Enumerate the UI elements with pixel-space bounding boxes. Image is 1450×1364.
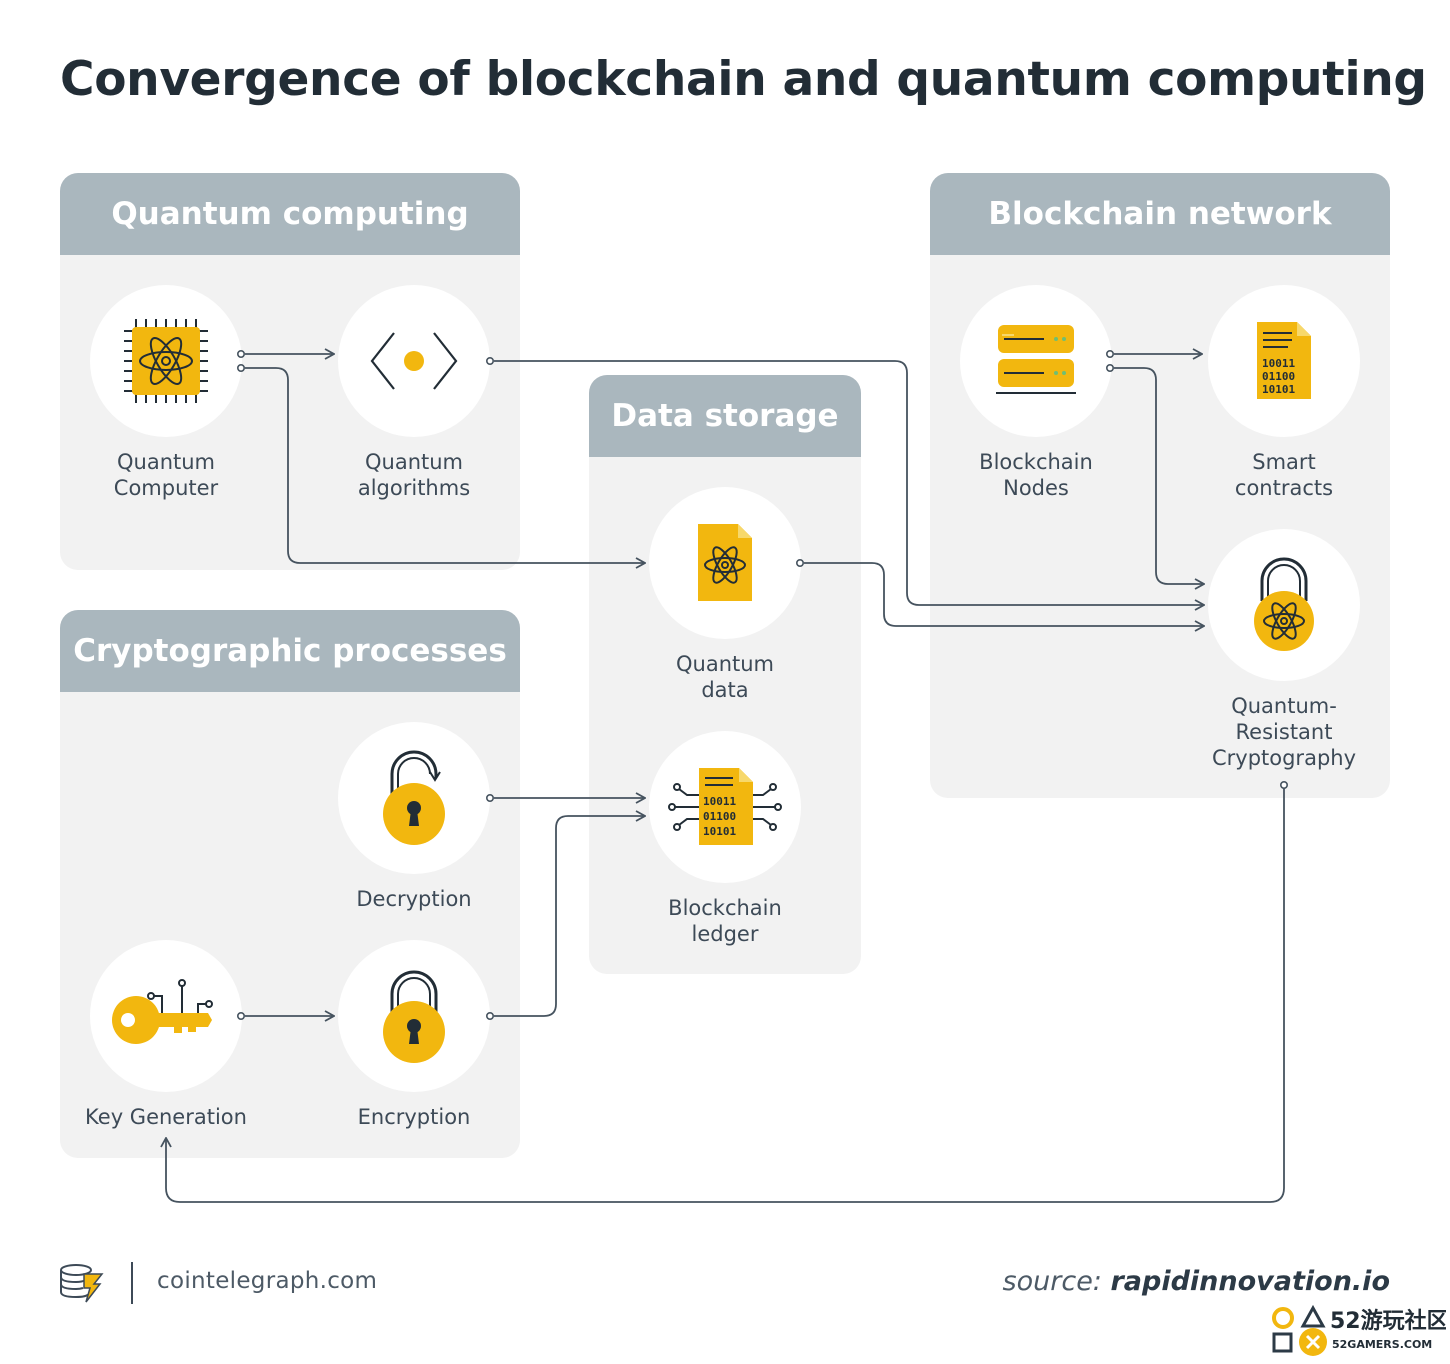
label-key-generation: Key Generation — [85, 1105, 247, 1129]
label-blockchain-ledger: Blockchain ledger — [668, 896, 782, 946]
svg-text:52GAMERS.COM: 52GAMERS.COM — [1332, 1338, 1432, 1351]
svg-text:10101: 10101 — [1262, 383, 1295, 396]
code-brackets-icon — [370, 332, 458, 390]
svg-text:10011: 10011 — [703, 795, 736, 808]
cointelegraph-logo-icon — [58, 1262, 106, 1308]
footer-divider — [131, 1262, 133, 1304]
label-smart-contracts: Smart contracts — [1234, 450, 1334, 500]
page-title: Convergence of blockchain and quantum co… — [60, 52, 1427, 107]
node-quantum-data — [649, 487, 801, 639]
label-quantum-resistant-cryptography: Quantum- Resistant Cryptography — [1211, 694, 1357, 770]
svg-text:52游玩社区: 52游玩社区 — [1330, 1308, 1446, 1334]
source-name: rapidinnovation.io — [1110, 1266, 1390, 1297]
node-quantum-algorithms — [338, 285, 490, 437]
atom-document-icon — [698, 524, 752, 601]
label-encryption: Encryption — [357, 1105, 471, 1129]
panel-header-data-storage: Data storage — [589, 375, 861, 457]
svg-text:01100: 01100 — [1262, 370, 1295, 383]
connector-quantum-data-to-qrc — [804, 562, 1204, 626]
connector-encryption-to-ledger — [494, 816, 645, 1017]
digital-key-icon — [112, 979, 213, 1044]
label-quantum-data: Quantum data — [675, 652, 775, 702]
connector-computer-to-quantum-data — [245, 367, 645, 563]
connector-algorithms-to-qrc — [494, 360, 1204, 605]
binary-ledger-icon: 10011 01100 10101 — [668, 768, 782, 845]
node-quantum-resistant-cryptography — [1208, 529, 1360, 681]
node-quantum-computer — [90, 285, 242, 437]
panel-blockchain-network: Blockchain network — [930, 173, 1390, 798]
node-encryption — [338, 940, 490, 1092]
server-icon — [996, 325, 1076, 394]
quantum-chip-icon — [124, 319, 208, 403]
unlocked-padlock-icon — [383, 750, 445, 845]
atom-padlock-icon — [1254, 557, 1314, 651]
locked-padlock-icon — [383, 970, 445, 1063]
label-blockchain-nodes: Blockchain Nodes — [979, 450, 1093, 500]
svg-text:01100: 01100 — [703, 810, 736, 823]
watermark-logo: 52游玩社区 52GAMERS.COM — [1270, 1304, 1449, 1364]
label-quantum-computer: Quantum Computer — [113, 450, 219, 500]
panel-header-blockchain-network: Blockchain network — [930, 173, 1390, 255]
source-prefix: source: — [1002, 1266, 1111, 1297]
node-blockchain-nodes — [960, 285, 1112, 437]
label-quantum-algorithms: Quantum algorithms — [357, 450, 471, 500]
panel-header-quantum-computing: Quantum computing — [60, 173, 520, 255]
footer-site-link[interactable]: cointelegraph.com — [157, 1268, 378, 1294]
svg-text:10011: 10011 — [1262, 357, 1295, 370]
panel-header-cryptographic-processes: Cryptographic processes — [60, 610, 520, 692]
node-key-generation — [90, 940, 242, 1092]
node-decryption — [338, 722, 490, 874]
connector-qrc-to-keygen — [166, 788, 1285, 1203]
connector-nodes-to-qrc — [1114, 367, 1204, 584]
node-blockchain-ledger: 10011 01100 10101 — [649, 731, 801, 883]
source-credit: source: rapidinnovation.io — [1003, 1266, 1390, 1297]
label-decryption: Decryption — [356, 887, 472, 911]
svg-text:10101: 10101 — [703, 825, 736, 838]
